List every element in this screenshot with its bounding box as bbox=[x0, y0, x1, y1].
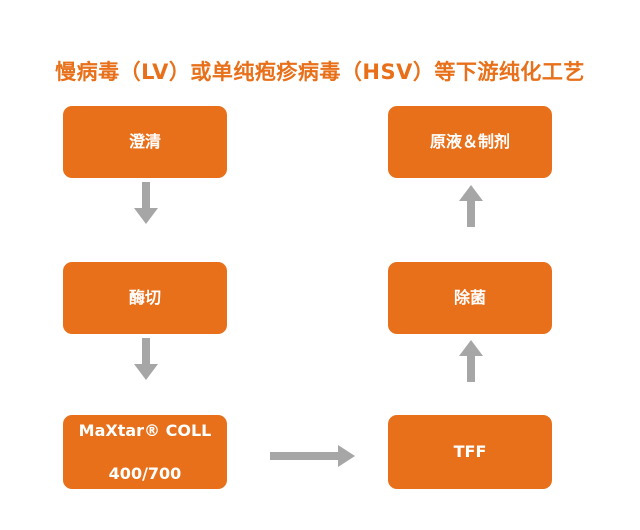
step-maxtar-coll-box: MaXtar® COLL 400/700 bbox=[63, 415, 227, 489]
step-sterile-filtration-box: 除菌 bbox=[388, 262, 552, 334]
step-drug-substance-product-label: 原液＆制剂 bbox=[429, 132, 510, 152]
step-tff-label: TFF bbox=[453, 442, 487, 462]
arrow-down-icon bbox=[133, 338, 159, 382]
step-tff-box: TFF bbox=[388, 415, 552, 489]
step-maxtar-coll-model: 400/700 bbox=[108, 463, 182, 483]
arrow-up-icon bbox=[458, 184, 484, 228]
step-clarification-label: 澄清 bbox=[128, 132, 161, 152]
arrow-down-icon bbox=[133, 182, 159, 226]
diagram-title: 慢病毒（LV）或单纯疱疹病毒（HSV）等下游纯化工艺 bbox=[55, 60, 585, 84]
step-drug-substance-product-box: 原液＆制剂 bbox=[388, 106, 552, 178]
step-enzyme-digestion-box: 酶切 bbox=[63, 262, 227, 334]
step-enzyme-digestion-label: 酶切 bbox=[128, 288, 161, 308]
step-clarification-box: 澄清 bbox=[63, 106, 227, 178]
step-maxtar-coll-label: MaXtar® COLL bbox=[78, 420, 212, 440]
arrow-right-icon bbox=[270, 444, 356, 468]
step-sterile-filtration-label: 除菌 bbox=[453, 288, 486, 308]
arrow-up-icon bbox=[458, 339, 484, 383]
